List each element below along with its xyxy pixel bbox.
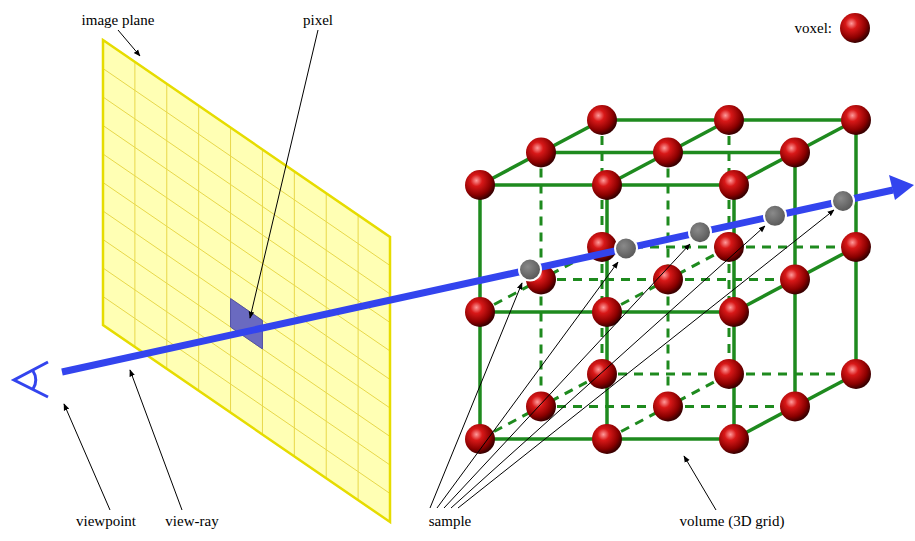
- label: sample: [429, 512, 472, 530]
- grid-edge: [734, 247, 856, 312]
- voxel-sphere: [719, 297, 749, 327]
- plane-grid-line: [103, 154, 390, 351]
- grid-edge: [607, 120, 729, 185]
- leader-line: [451, 226, 765, 508]
- label: volume (3D grid): [680, 512, 785, 530]
- voxel-sphere: [841, 105, 871, 135]
- voxel-sphere: [653, 392, 683, 422]
- leader-line: [444, 244, 690, 508]
- ray-line: [62, 190, 893, 372]
- label: viewpoint: [76, 512, 136, 530]
- label: view-ray: [165, 512, 218, 530]
- pixel-cell: [231, 299, 263, 349]
- sample-point: [519, 259, 541, 281]
- grid-edge: [480, 120, 602, 185]
- legend-text: voxel:: [795, 19, 833, 37]
- voxel-sphere: [526, 138, 556, 168]
- leader-line: [437, 262, 618, 508]
- plane-grid-line: [103, 126, 390, 323]
- voxel-sphere: [592, 170, 622, 200]
- plane-grid-line: [103, 69, 390, 266]
- label: image plane: [82, 11, 155, 29]
- voxel-sphere: [841, 232, 871, 262]
- grid-edge: [734, 120, 856, 185]
- eye-outline: [14, 362, 48, 397]
- leader-line: [684, 456, 716, 510]
- eye-pupil: [33, 371, 36, 389]
- samples: [519, 190, 854, 281]
- plane-grid-line: [103, 240, 390, 437]
- leader-line: [118, 30, 140, 56]
- voxel-sphere: [714, 105, 744, 135]
- voxel-sphere: [780, 265, 810, 295]
- voxel-sphere: [587, 105, 617, 135]
- plane-grid-line: [103, 183, 390, 380]
- voxel-sphere: [780, 138, 810, 168]
- sample-point: [689, 221, 711, 243]
- grid-edge: [734, 374, 856, 439]
- voxel-sphere: [465, 170, 495, 200]
- leader-line: [250, 30, 318, 318]
- plane-border: [103, 40, 390, 522]
- plane-grid-line: [103, 297, 390, 494]
- legend-swatch: [840, 13, 870, 43]
- volume-grid: [480, 120, 856, 439]
- sample-point: [832, 190, 854, 212]
- leader-lines: [64, 30, 834, 510]
- voxel-sphere: [592, 424, 622, 454]
- leader-line: [64, 404, 110, 510]
- sample-point: [615, 237, 637, 259]
- voxel-sphere: [653, 138, 683, 168]
- image-plane: [103, 40, 390, 522]
- ray-head: [889, 175, 914, 200]
- voxel-sphere: [714, 359, 744, 389]
- leader-line: [458, 210, 834, 508]
- sample-point: [764, 205, 786, 227]
- eye-symbol: [14, 362, 48, 397]
- plane-grid-line: [103, 97, 390, 294]
- voxel-sphere: [719, 170, 749, 200]
- label: pixel: [303, 11, 333, 29]
- voxel-sphere: [841, 359, 871, 389]
- plane-grid-line: [103, 268, 390, 465]
- voxel-sphere: [780, 392, 810, 422]
- leader-line: [130, 370, 182, 510]
- voxel-sphere: [719, 424, 749, 454]
- voxels: [465, 105, 871, 454]
- voxel-sphere: [465, 297, 495, 327]
- voxel-sphere: [526, 392, 556, 422]
- voxel-sphere: [714, 232, 744, 262]
- plane-fill: [103, 40, 390, 522]
- view-ray: [62, 175, 914, 372]
- hidden-grid-edge: [607, 374, 729, 439]
- hidden-grid-edge: [480, 374, 602, 439]
